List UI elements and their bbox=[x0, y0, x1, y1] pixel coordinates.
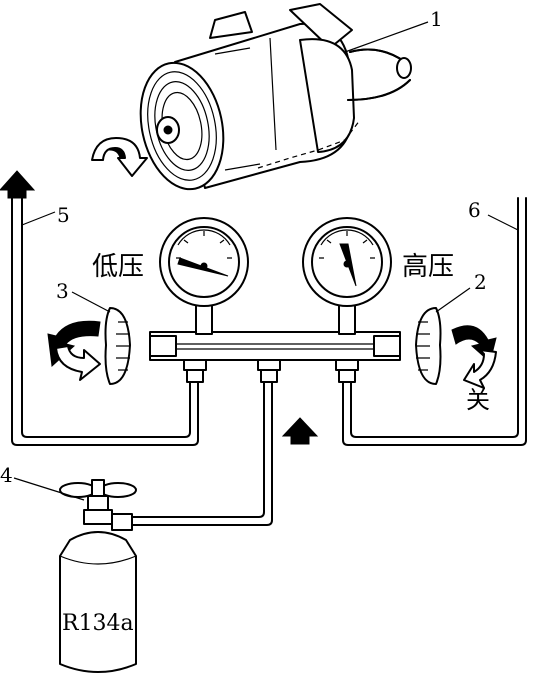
close-label: 关 bbox=[466, 386, 490, 414]
callout-3-label: 3 bbox=[56, 279, 69, 303]
rotation-arrow-icon bbox=[91, 137, 148, 177]
refrigerant-label: R134a bbox=[62, 611, 134, 636]
low-pressure-gauge bbox=[159, 217, 249, 307]
refrigerant-cylinder bbox=[59, 479, 137, 673]
low-pressure-hose bbox=[11, 197, 199, 446]
open-rotation-arrow-icon bbox=[47, 320, 101, 381]
callout-1-label: 1 bbox=[430, 7, 443, 31]
close-rotation-arrow-icon bbox=[451, 325, 497, 389]
callout-line-3 bbox=[71, 291, 111, 313]
callout-6-label: 6 bbox=[468, 198, 481, 222]
callout-line-6 bbox=[487, 214, 519, 231]
compressor bbox=[139, 3, 412, 191]
low-side-valve-knob[interactable] bbox=[104, 307, 131, 385]
high-pressure-hose bbox=[342, 197, 527, 446]
high-pressure-label: 高压 bbox=[402, 252, 454, 282]
callout-2-label: 2 bbox=[474, 270, 487, 294]
callout-5-label: 5 bbox=[57, 203, 70, 227]
callout-4-label: 4 bbox=[0, 463, 13, 487]
callout-line-4 bbox=[13, 477, 85, 501]
callout-line-2 bbox=[435, 287, 471, 313]
high-pressure-gauge bbox=[302, 217, 392, 307]
charging-hose bbox=[131, 377, 273, 526]
manifold-gauge-set bbox=[149, 297, 401, 383]
callout-line-1 bbox=[344, 21, 429, 53]
callout-line-5 bbox=[21, 211, 56, 226]
low-pressure-label: 低压 bbox=[92, 252, 144, 282]
flow-arrow-up-center-icon bbox=[281, 417, 319, 445]
high-side-valve-knob[interactable] bbox=[415, 307, 442, 385]
flow-arrow-up-left-icon bbox=[0, 170, 36, 199]
